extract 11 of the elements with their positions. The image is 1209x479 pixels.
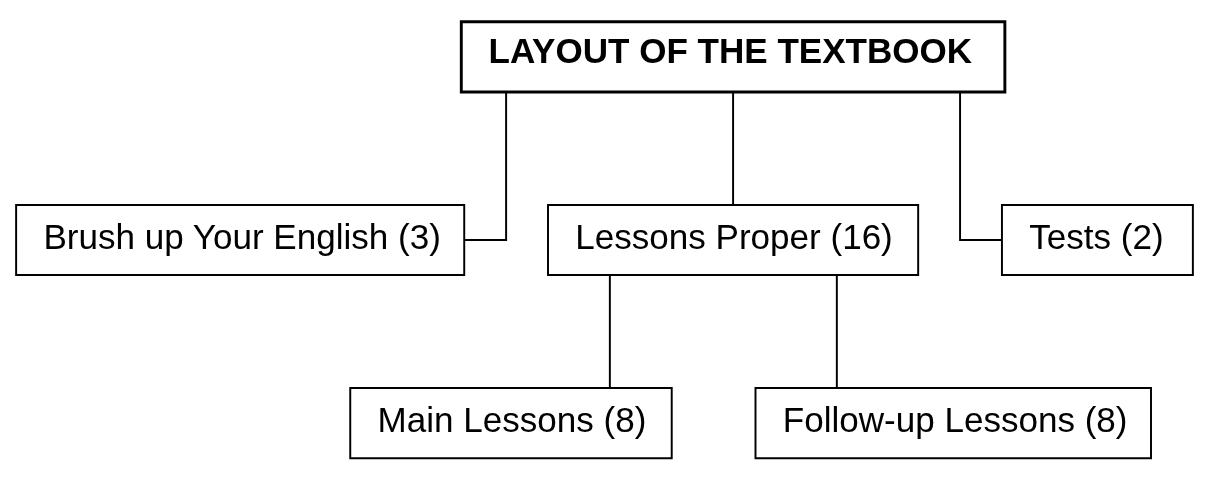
connector [835, 273, 838, 389]
node-box: LAYOUT OF THE TEXTBOOK [459, 19, 1007, 93]
connector [732, 90, 735, 206]
node-box: Follow-up Lessons (8) [754, 386, 1152, 459]
node-box: Brush up Your English (3) [15, 203, 466, 276]
node-box: Lessons Proper (16) [547, 203, 920, 276]
node-box: Main Lessons (8) [349, 386, 673, 459]
connector [463, 90, 508, 241]
node-box: Tests (2) [1000, 203, 1194, 276]
connector [608, 273, 611, 389]
connector [959, 90, 1003, 241]
